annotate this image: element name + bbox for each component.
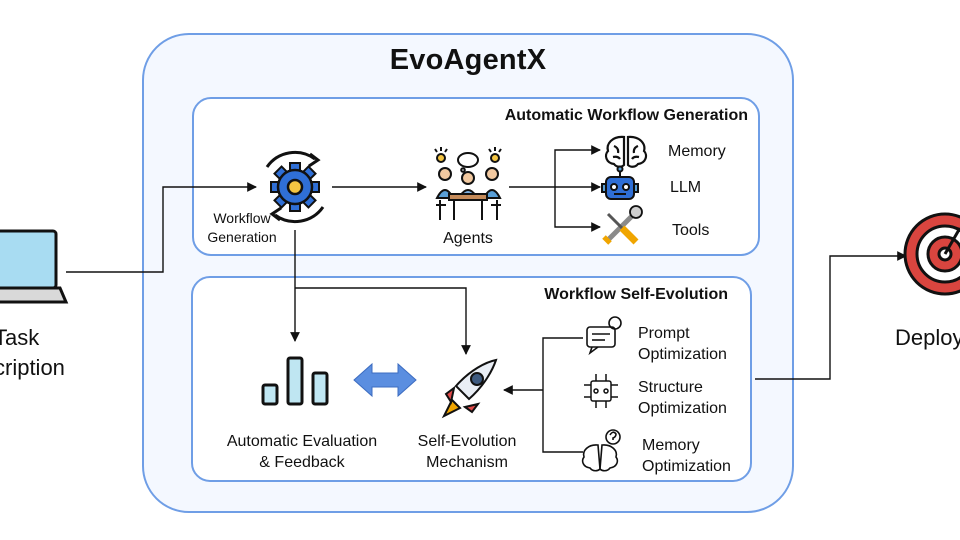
agents-label: Agents [443, 230, 493, 247]
rocket-icon [441, 358, 498, 419]
structure-optimization-label: Structure Optimization [638, 379, 727, 417]
mechanism-label: Self-Evolution Mechanism [417, 433, 517, 471]
laptop-icon [0, 229, 69, 304]
meeting-agents-icon [434, 147, 502, 220]
connectors [66, 145, 907, 453]
arrow-gear-to-mechanism [295, 287, 471, 355]
robot-icon [601, 165, 639, 200]
tools-label: Tools [672, 222, 710, 239]
generation-panel-title: Automatic Workflow Generation [504, 107, 748, 124]
main-title: EvoAgentX [389, 44, 547, 76]
arrow-agents-to-tools [554, 187, 601, 232]
target-icon [903, 212, 960, 296]
brain-question-icon [581, 429, 621, 472]
double-arrow-icon [353, 362, 417, 398]
gear-cycle-icon [265, 150, 325, 224]
circuit-icon [584, 374, 618, 408]
arrow-optimizations-to-mechanism [504, 337, 583, 453]
arrow-agents-to-memory [509, 145, 601, 188]
chat-icon [586, 316, 622, 356]
memory-label: Memory [668, 143, 726, 160]
evolution-panel-title: Workflow Self-Evolution [544, 286, 728, 303]
deploy-label: Deploy [895, 325, 960, 350]
wrench-screwdriver-icon [602, 205, 643, 245]
arrow-task-to-gear [66, 182, 257, 273]
brain-icon [604, 135, 648, 168]
workflow-generation-label: Workflow Generation [207, 210, 277, 245]
prompt-optimization-label: Prompt Optimization [638, 325, 727, 363]
task-description-label: Task cription [0, 325, 65, 380]
llm-label: LLM [670, 179, 702, 196]
bar-chart-icon [261, 356, 329, 406]
evaluation-label: Automatic Evaluation & Feedback [226, 433, 378, 471]
arrow-to-deploy [755, 251, 907, 380]
memory-optimization-label: Memory Optimization [642, 437, 731, 475]
